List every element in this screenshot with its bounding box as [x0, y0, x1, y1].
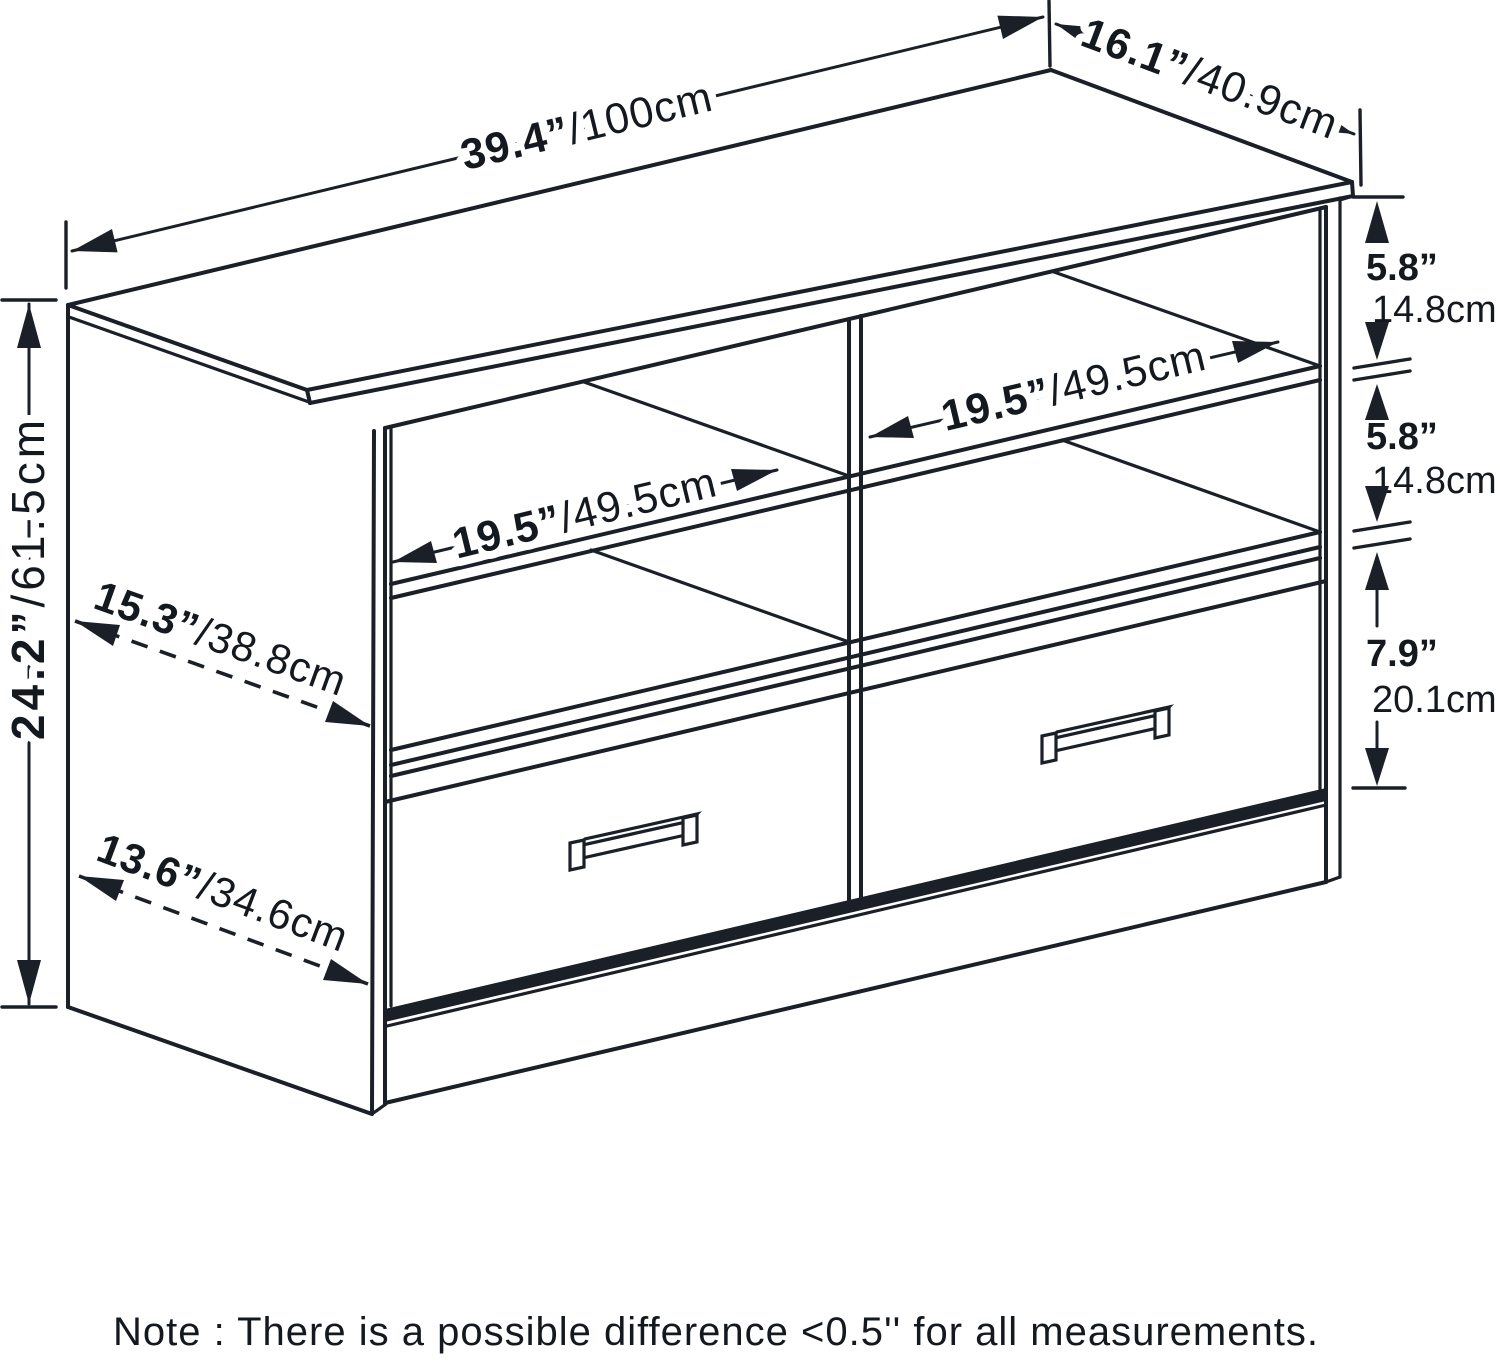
dim-tick: [1358, 108, 1363, 187]
break-mark: [1352, 537, 1412, 550]
dim-arrowhead-down: [1365, 322, 1389, 360]
dim-arrowhead: [1232, 341, 1278, 363]
handle-right-cap: [1153, 706, 1171, 740]
dim-arrowhead: [1309, 108, 1354, 134]
handle-left-cap: [1040, 731, 1058, 765]
drawer-height-cm: 20.1cm: [1372, 679, 1497, 721]
measurement-note: Note : There is a possible difference <0…: [113, 1310, 1319, 1354]
dim-arrowhead: [17, 960, 41, 1004]
right-drawer-handle: [1040, 704, 1175, 765]
dim-arrowhead-down: [1365, 748, 1389, 786]
dim-arrowhead-up: [1365, 384, 1389, 420]
dim-bottom-inner-depth-label: 13.6”/34.6cm: [91, 824, 355, 961]
dim-line: [1054, 22, 1356, 136]
dim-height-label: 24.2”/61.5cm: [2, 416, 54, 740]
break-mark: [1352, 520, 1412, 533]
side-panel: [66, 303, 388, 1116]
dim-line: [391, 468, 779, 564]
body-bottom-right-corner: [1324, 875, 1342, 884]
dim-arrowhead: [393, 541, 437, 563]
break-mark: [1352, 369, 1412, 382]
shelf2-height-in: 5.8”: [1366, 416, 1438, 458]
dim-arrowhead: [17, 304, 41, 348]
handle-right-cap: [681, 813, 699, 847]
dim-arrowhead: [72, 229, 118, 253]
side-top-edge: [66, 303, 309, 392]
dim-arrowhead: [325, 701, 370, 726]
left-drawer-handle: [568, 811, 703, 872]
dim-line: [70, 15, 1045, 253]
dim-top-inner-depth-label: 15.3”/38.8cm: [89, 572, 354, 705]
dim-height: 24.2”/61.5cm: [0, 298, 62, 1009]
dim-chain-right: 5.8” 14.8cm 5.8” 14.8cm 7.9” 20.1cm: [1351, 195, 1497, 790]
dim-arrowhead: [1056, 24, 1101, 51]
dim-tick: [1047, 0, 1052, 68]
opening1-left-floor-diagonal: [582, 380, 851, 478]
top-back-edge: [66, 68, 1053, 307]
front-face: [383, 196, 1342, 1105]
drawer-divider-bottom-edge: [383, 579, 1328, 804]
top-right-corner-edge: [1350, 180, 1355, 198]
side-front-edge: [370, 429, 376, 1116]
top-front-thickness-edge: [308, 194, 1355, 405]
dim-arrowhead: [731, 469, 777, 491]
dim-arrowhead-up: [1365, 552, 1389, 590]
top-panel: [66, 68, 1355, 405]
dim-depth: 16.1”/40.9cm: [1054, 1, 1363, 187]
shelf2-height-cm: 14.8cm: [1372, 460, 1497, 502]
shelf1-front-bottom-edge: [389, 378, 1322, 600]
dim-arrowhead-down: [1365, 486, 1389, 522]
top-right-end-edge: [1049, 68, 1354, 184]
body-top-edge: [383, 205, 1328, 430]
dim-arrowhead: [75, 621, 120, 646]
opening2-right-floor-diagonal: [1060, 438, 1322, 534]
handle-left-cap: [568, 838, 586, 872]
dim-line: [868, 340, 1280, 439]
opening1-right-floor-diagonal: [1052, 270, 1322, 368]
break-mark: [1352, 357, 1412, 370]
dim-top-inner-depth: 15.3”/38.8cm: [74, 572, 371, 728]
side-top-thickness: [67, 315, 311, 404]
body-bottom-edge: [383, 880, 1328, 1105]
dim-bottom-inner-depth: 13.6”/34.6cm: [78, 824, 369, 986]
side-bottom-edge: [66, 1005, 374, 1116]
dim-arrowhead: [79, 876, 124, 901]
shelf2-front-top-edge: [389, 530, 1322, 752]
dim-dashed-line: [74, 619, 371, 728]
dim-arrowhead: [323, 959, 368, 984]
top-right-connector: [1338, 194, 1355, 202]
drawer-height-in: 7.9”: [1366, 633, 1438, 675]
side-bottom-corner: [370, 1102, 388, 1116]
drawer-divider-top-edge: [389, 556, 1322, 778]
dim-width-label: 39.4”/100cm: [456, 73, 717, 180]
dim-width: 39.4”/100cm: [64, 0, 1052, 290]
dim-arrowhead: [870, 416, 914, 438]
dim-arrowhead-up: [1365, 201, 1389, 243]
base-top-edge: [385, 803, 1328, 1028]
dim-dashed-line: [78, 874, 369, 986]
shelf1-front-top-edge: [389, 364, 1322, 586]
shelf1-height-cm: 14.8cm: [1372, 289, 1497, 331]
shelf-floor-lines: [582, 270, 1322, 644]
shelf1-height-in: 5.8”: [1366, 247, 1438, 289]
dim-arrowhead: [997, 15, 1043, 39]
opening2-left-floor-diagonal: [589, 548, 851, 644]
top-front-edge: [305, 180, 1354, 392]
drawer-bottom-band: [385, 788, 1326, 1022]
shelf2-front-bottom-edge: [389, 545, 1322, 767]
